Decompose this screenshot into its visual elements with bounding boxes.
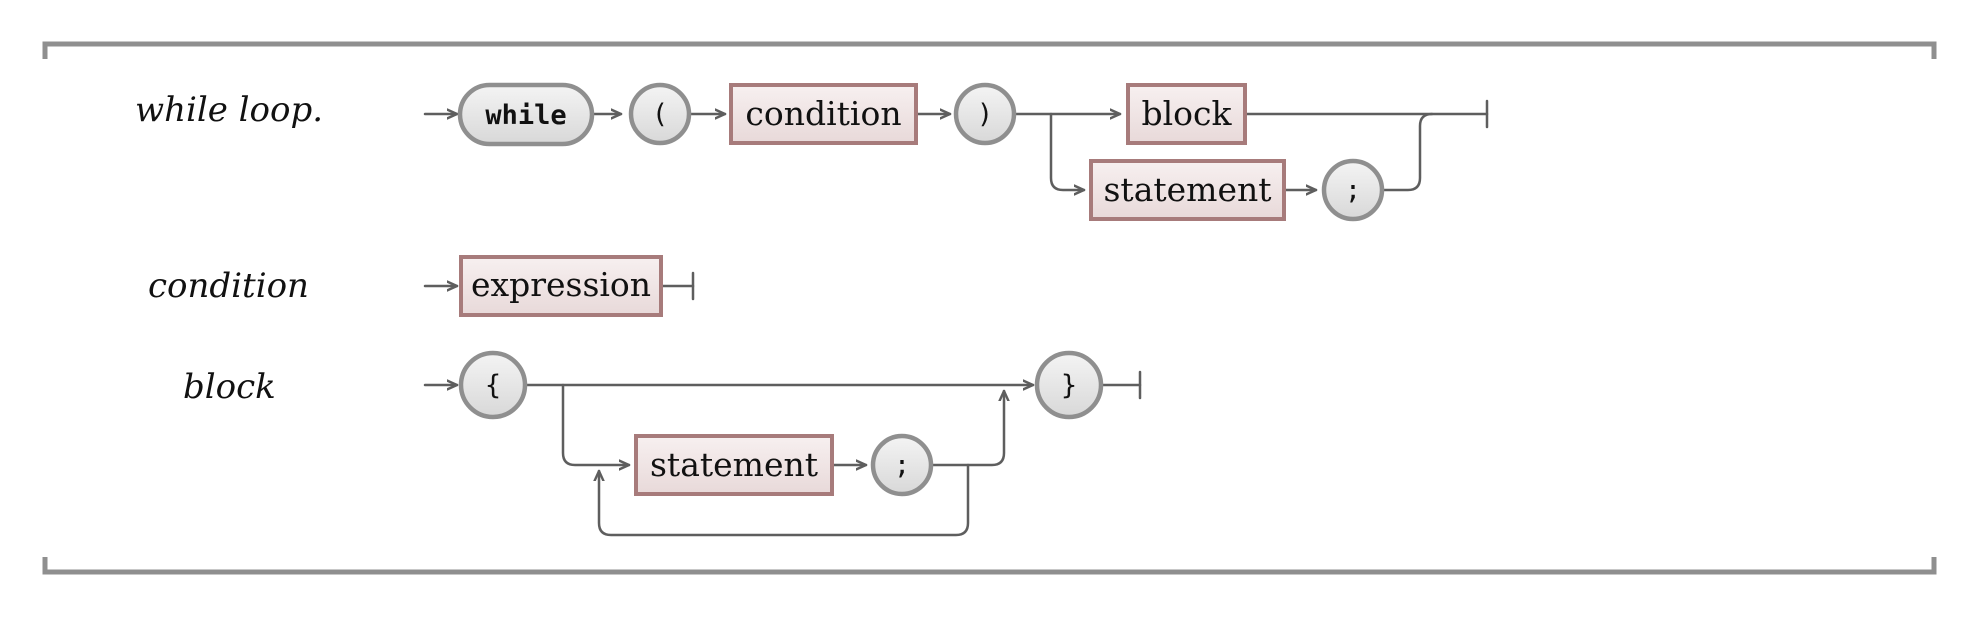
nonterminal-block-text: block — [1141, 94, 1232, 133]
terminal-left-brace-text: { — [485, 370, 501, 401]
nonterminal-statement-node-block: statement — [634, 434, 834, 496]
row-label-condition: condition — [148, 266, 309, 306]
terminal-left-paren-text: ( — [652, 99, 668, 130]
terminal-semicolon-text-block: ; — [894, 450, 910, 481]
nonterminal-statement-text-while-loop: statement — [1104, 170, 1272, 209]
terminal-left-paren-node: ( — [628, 82, 692, 146]
terminal-semicolon-text-while-loop: ; — [1345, 175, 1361, 206]
while-loop-connectors — [423, 99, 1489, 190]
nonterminal-condition-text: condition — [745, 94, 901, 133]
terminal-right-paren-text: ) — [977, 99, 993, 130]
nonterminal-expression-text: expression — [471, 265, 651, 304]
terminal-right-paren-node: ) — [953, 82, 1017, 146]
row-label-while-loop: while loop. — [135, 90, 323, 130]
nonterminal-statement-text-block: statement — [650, 445, 818, 484]
terminal-semicolon-node-block: ; — [870, 433, 934, 497]
nonterminal-condition-node: condition — [729, 83, 918, 145]
terminal-while-text: while — [485, 100, 566, 131]
nonterminal-expression-node: expression — [459, 255, 663, 317]
terminal-right-brace-node: } — [1034, 350, 1104, 420]
terminal-left-brace-node: { — [458, 350, 528, 420]
block-connectors — [423, 370, 1142, 537]
terminal-semicolon-node-while-loop: ; — [1321, 158, 1385, 222]
nonterminal-block-node: block — [1126, 83, 1247, 145]
nonterminal-statement-node-while-loop: statement — [1089, 159, 1286, 221]
row-label-block: block — [183, 367, 276, 407]
terminal-right-brace-text: } — [1061, 370, 1077, 401]
condition-connectors — [423, 271, 695, 301]
terminal-while-node: while — [457, 82, 595, 147]
diagram-frame — [42, 41, 1937, 575]
